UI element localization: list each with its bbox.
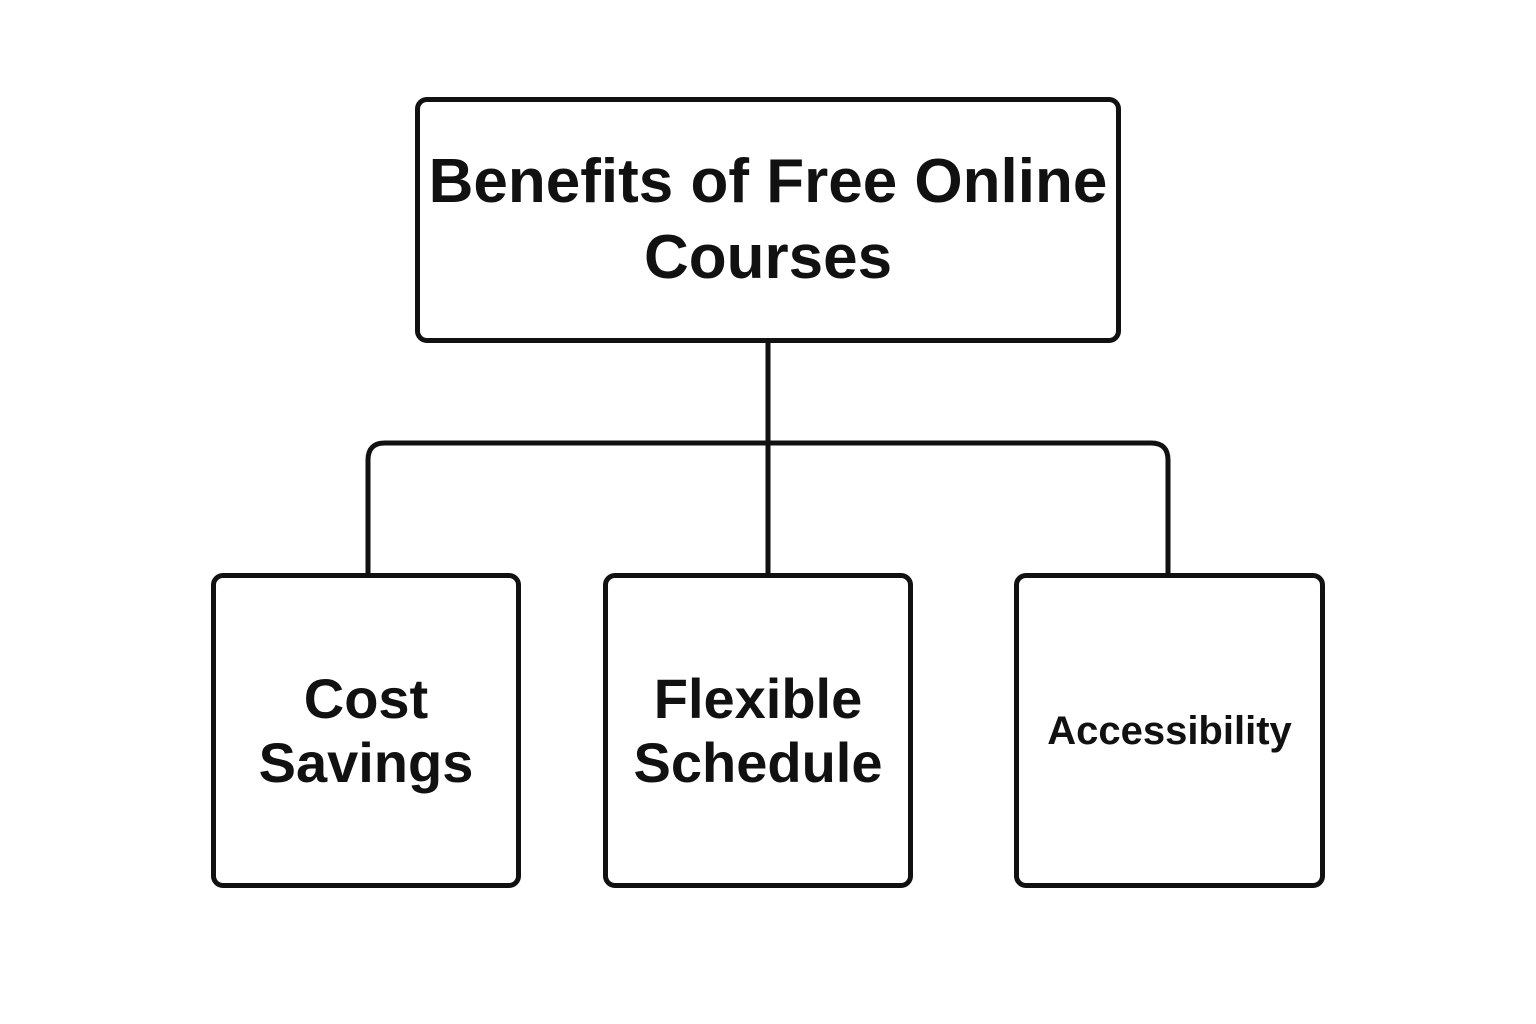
child-label: Flexible Schedule (633, 666, 883, 794)
root-label: Benefits of Free Online Courses (428, 147, 1108, 292)
child-label: Accessibility (1047, 708, 1292, 753)
child-node-accessibility: Accessibility (1014, 573, 1325, 888)
child-node-flexible-schedule: Flexible Schedule (603, 573, 913, 888)
branch-connector (365, 440, 1171, 575)
child-label: Cost Savings (258, 666, 474, 794)
child-node-cost-savings: Cost Savings (211, 573, 521, 888)
root-node: Benefits of Free Online Courses (415, 97, 1121, 343)
